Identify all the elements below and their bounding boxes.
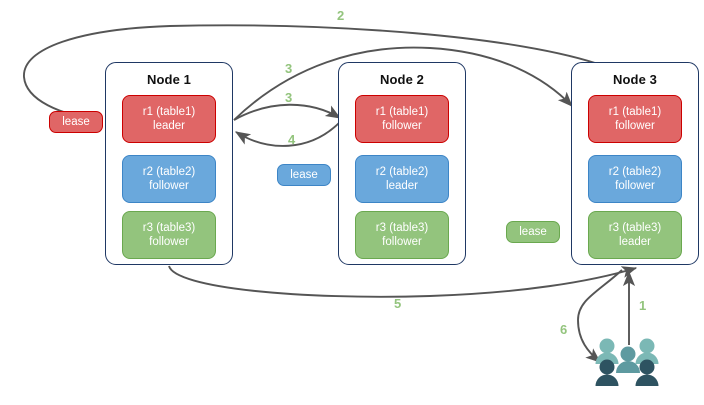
edge-2-lease-transfer [23, 24, 605, 125]
replica-line1: r2 (table2) [375, 166, 429, 178]
replica-line1: r3 (table3) [608, 222, 662, 234]
users-icon [595, 338, 659, 386]
node-box-node3[interactable]: Node 3 r1 (table1) follower r2 (table2) … [571, 62, 699, 265]
replica-n2-r1[interactable]: r1 (table1) follower [355, 95, 449, 143]
step-label-3b: 3 [285, 90, 293, 105]
lease-badge-r3[interactable]: lease [506, 221, 560, 243]
replica-n1-r1[interactable]: r1 (table1) leader [122, 95, 216, 143]
edge-3-to-node2 [233, 103, 341, 121]
replica-line1: r2 (table2) [608, 166, 662, 178]
replica-line2: follower [615, 180, 655, 192]
lease-badge-r1[interactable]: lease [49, 111, 103, 133]
step-label-3a: 3 [285, 61, 293, 76]
replica-line2: leader [386, 180, 418, 192]
edge-3-to-node3 [233, 46, 573, 121]
lease-label: lease [62, 116, 90, 128]
step-label-4: 4 [288, 132, 296, 147]
replica-n2-r2[interactable]: r2 (table2) leader [355, 155, 449, 203]
lease-badge-r2[interactable]: lease [277, 164, 331, 186]
replica-line2: follower [149, 180, 189, 192]
lease-label: lease [290, 169, 318, 181]
node-box-node1[interactable]: Node 1 r1 (table1) leader r2 (table2) fo… [105, 62, 233, 265]
step-label-2: 2 [337, 8, 345, 23]
replica-line2: follower [615, 120, 655, 132]
replica-line1: r1 (table1) [608, 106, 662, 118]
replica-line1: r1 (table1) [375, 106, 429, 118]
node-title: Node 3 [613, 72, 657, 87]
replica-line1: r1 (table1) [142, 106, 196, 118]
replica-line1: r3 (table3) [142, 222, 196, 234]
replica-line2: leader [153, 120, 185, 132]
replica-n3-r1[interactable]: r1 (table1) follower [588, 95, 682, 143]
node-title: Node 2 [380, 72, 424, 87]
replica-n2-r3[interactable]: r3 (table3) follower [355, 211, 449, 259]
replica-n1-r3[interactable]: r3 (table3) follower [122, 211, 216, 259]
step-label-6: 6 [560, 322, 568, 337]
replica-line2: follower [382, 120, 422, 132]
node-title: Node 1 [147, 72, 191, 87]
replica-n3-r3[interactable]: r3 (table3) leader [588, 211, 682, 259]
step-label-5: 5 [394, 296, 402, 311]
lease-label: lease [519, 226, 547, 238]
replica-n1-r2[interactable]: r2 (table2) follower [122, 155, 216, 203]
replica-n3-r2[interactable]: r2 (table2) follower [588, 155, 682, 203]
node-box-node2[interactable]: Node 2 r1 (table1) follower r2 (table2) … [338, 62, 466, 265]
step-label-1: 1 [639, 298, 647, 313]
edge-4-ack-to-node1 [235, 121, 341, 147]
replica-line2: leader [619, 236, 651, 248]
replica-line2: follower [382, 236, 422, 248]
edge-5-to-node3 [168, 265, 638, 298]
replica-line1: r3 (table3) [375, 222, 429, 234]
edge-6-client-response [577, 269, 623, 363]
replica-line2: follower [149, 236, 189, 248]
replica-line1: r2 (table2) [142, 166, 196, 178]
